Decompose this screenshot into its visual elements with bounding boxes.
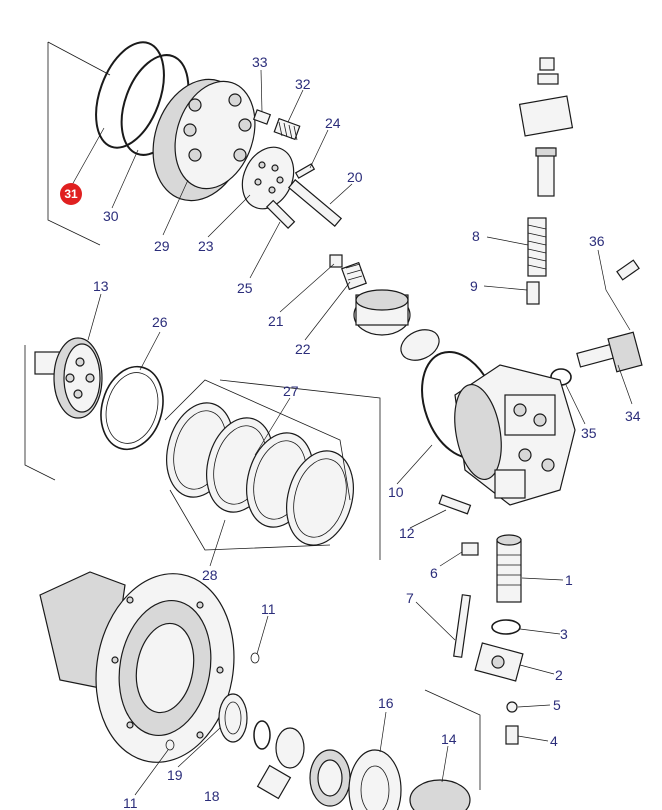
callout-2[interactable]: 2 [555,667,563,683]
leader-lines [71,69,633,796]
pin-9[interactable] [526,281,540,305]
callout-3[interactable]: 3 [560,626,568,642]
cover-14[interactable] [409,779,471,810]
callout-1[interactable]: 1 [565,572,573,588]
spring-33[interactable] [252,109,272,125]
callout-32[interactable]: 32 [295,76,311,92]
callout-35[interactable]: 35 [581,425,597,441]
callout-24[interactable]: 24 [325,115,341,131]
pin-20[interactable] [287,179,343,227]
callout-9[interactable]: 9 [470,278,478,294]
callout-14[interactable]: 14 [441,731,457,747]
pin-25[interactable] [266,199,296,229]
callout-10[interactable]: 10 [388,484,404,500]
snap-ring-31[interactable] [83,33,177,157]
seal-19[interactable] [218,693,248,743]
motor-housing[interactable] [448,364,576,506]
o-ring-3[interactable] [491,619,521,635]
ring-26[interactable] [92,360,172,457]
callout-13[interactable]: 13 [93,278,109,294]
callout-29[interactable]: 29 [154,238,170,254]
callout-36[interactable]: 36 [589,233,605,249]
shaft-13[interactable] [34,337,103,419]
rod-7[interactable] [453,594,471,658]
bolt-24[interactable] [294,163,316,179]
discs-27[interactable] [157,395,364,552]
plug-6[interactable] [461,542,479,556]
bearing-assembly[interactable] [256,727,351,807]
solenoid-34[interactable] [576,331,643,373]
callout-12[interactable]: 12 [399,525,415,541]
callout-34[interactable]: 34 [625,408,641,424]
callout-33[interactable]: 33 [252,54,268,70]
hub-housing[interactable] [39,563,248,774]
callout-20[interactable]: 20 [347,169,363,185]
callout-28[interactable]: 28 [202,567,218,583]
washer-5[interactable] [506,701,518,713]
valve-plate-23[interactable] [233,139,304,217]
callout-30[interactable]: 30 [103,208,119,224]
bolt-4[interactable] [505,725,519,745]
callout-22[interactable]: 22 [295,341,311,357]
valve-assembly-right[interactable] [353,289,444,366]
callout-26[interactable]: 26 [152,314,168,330]
cover-2[interactable] [474,642,524,682]
callout-19[interactable]: 19 [167,767,183,783]
bolt-36[interactable] [616,259,640,281]
callout-27[interactable]: 27 [283,383,299,399]
spring-8[interactable] [527,217,547,277]
seal-16[interactable] [348,749,402,810]
callout-23[interactable]: 23 [198,238,214,254]
o-ring-11-lower[interactable] [165,739,175,751]
valve-top-assembly[interactable] [518,57,574,197]
callout-8[interactable]: 8 [472,228,480,244]
frame-lines [24,41,481,790]
sleeve-1[interactable] [496,534,522,603]
callout-5[interactable]: 5 [553,697,561,713]
callout-4[interactable]: 4 [550,733,558,749]
spring-32[interactable] [273,117,301,141]
spring-21-22[interactable] [329,254,367,291]
o-ring-11[interactable] [250,652,260,664]
callout-31: 31 [64,187,78,201]
callout-11-top[interactable]: 11 [261,601,276,617]
callout-21[interactable]: 21 [268,313,284,329]
snap-ring-18[interactable] [253,720,271,750]
disc-frame-28 [164,379,351,551]
cylinder-block-29[interactable] [138,67,268,213]
callout-25[interactable]: 25 [237,280,253,296]
callout-18[interactable]: 18 [204,788,220,804]
bolt-12[interactable] [438,494,472,515]
callout-7[interactable]: 7 [406,590,414,606]
callout-11-bottom[interactable]: 11 [123,795,138,810]
highlighted-callout-31[interactable]: 31 [60,183,82,205]
callout-16[interactable]: 16 [378,695,394,711]
callout-6[interactable]: 6 [430,565,438,581]
